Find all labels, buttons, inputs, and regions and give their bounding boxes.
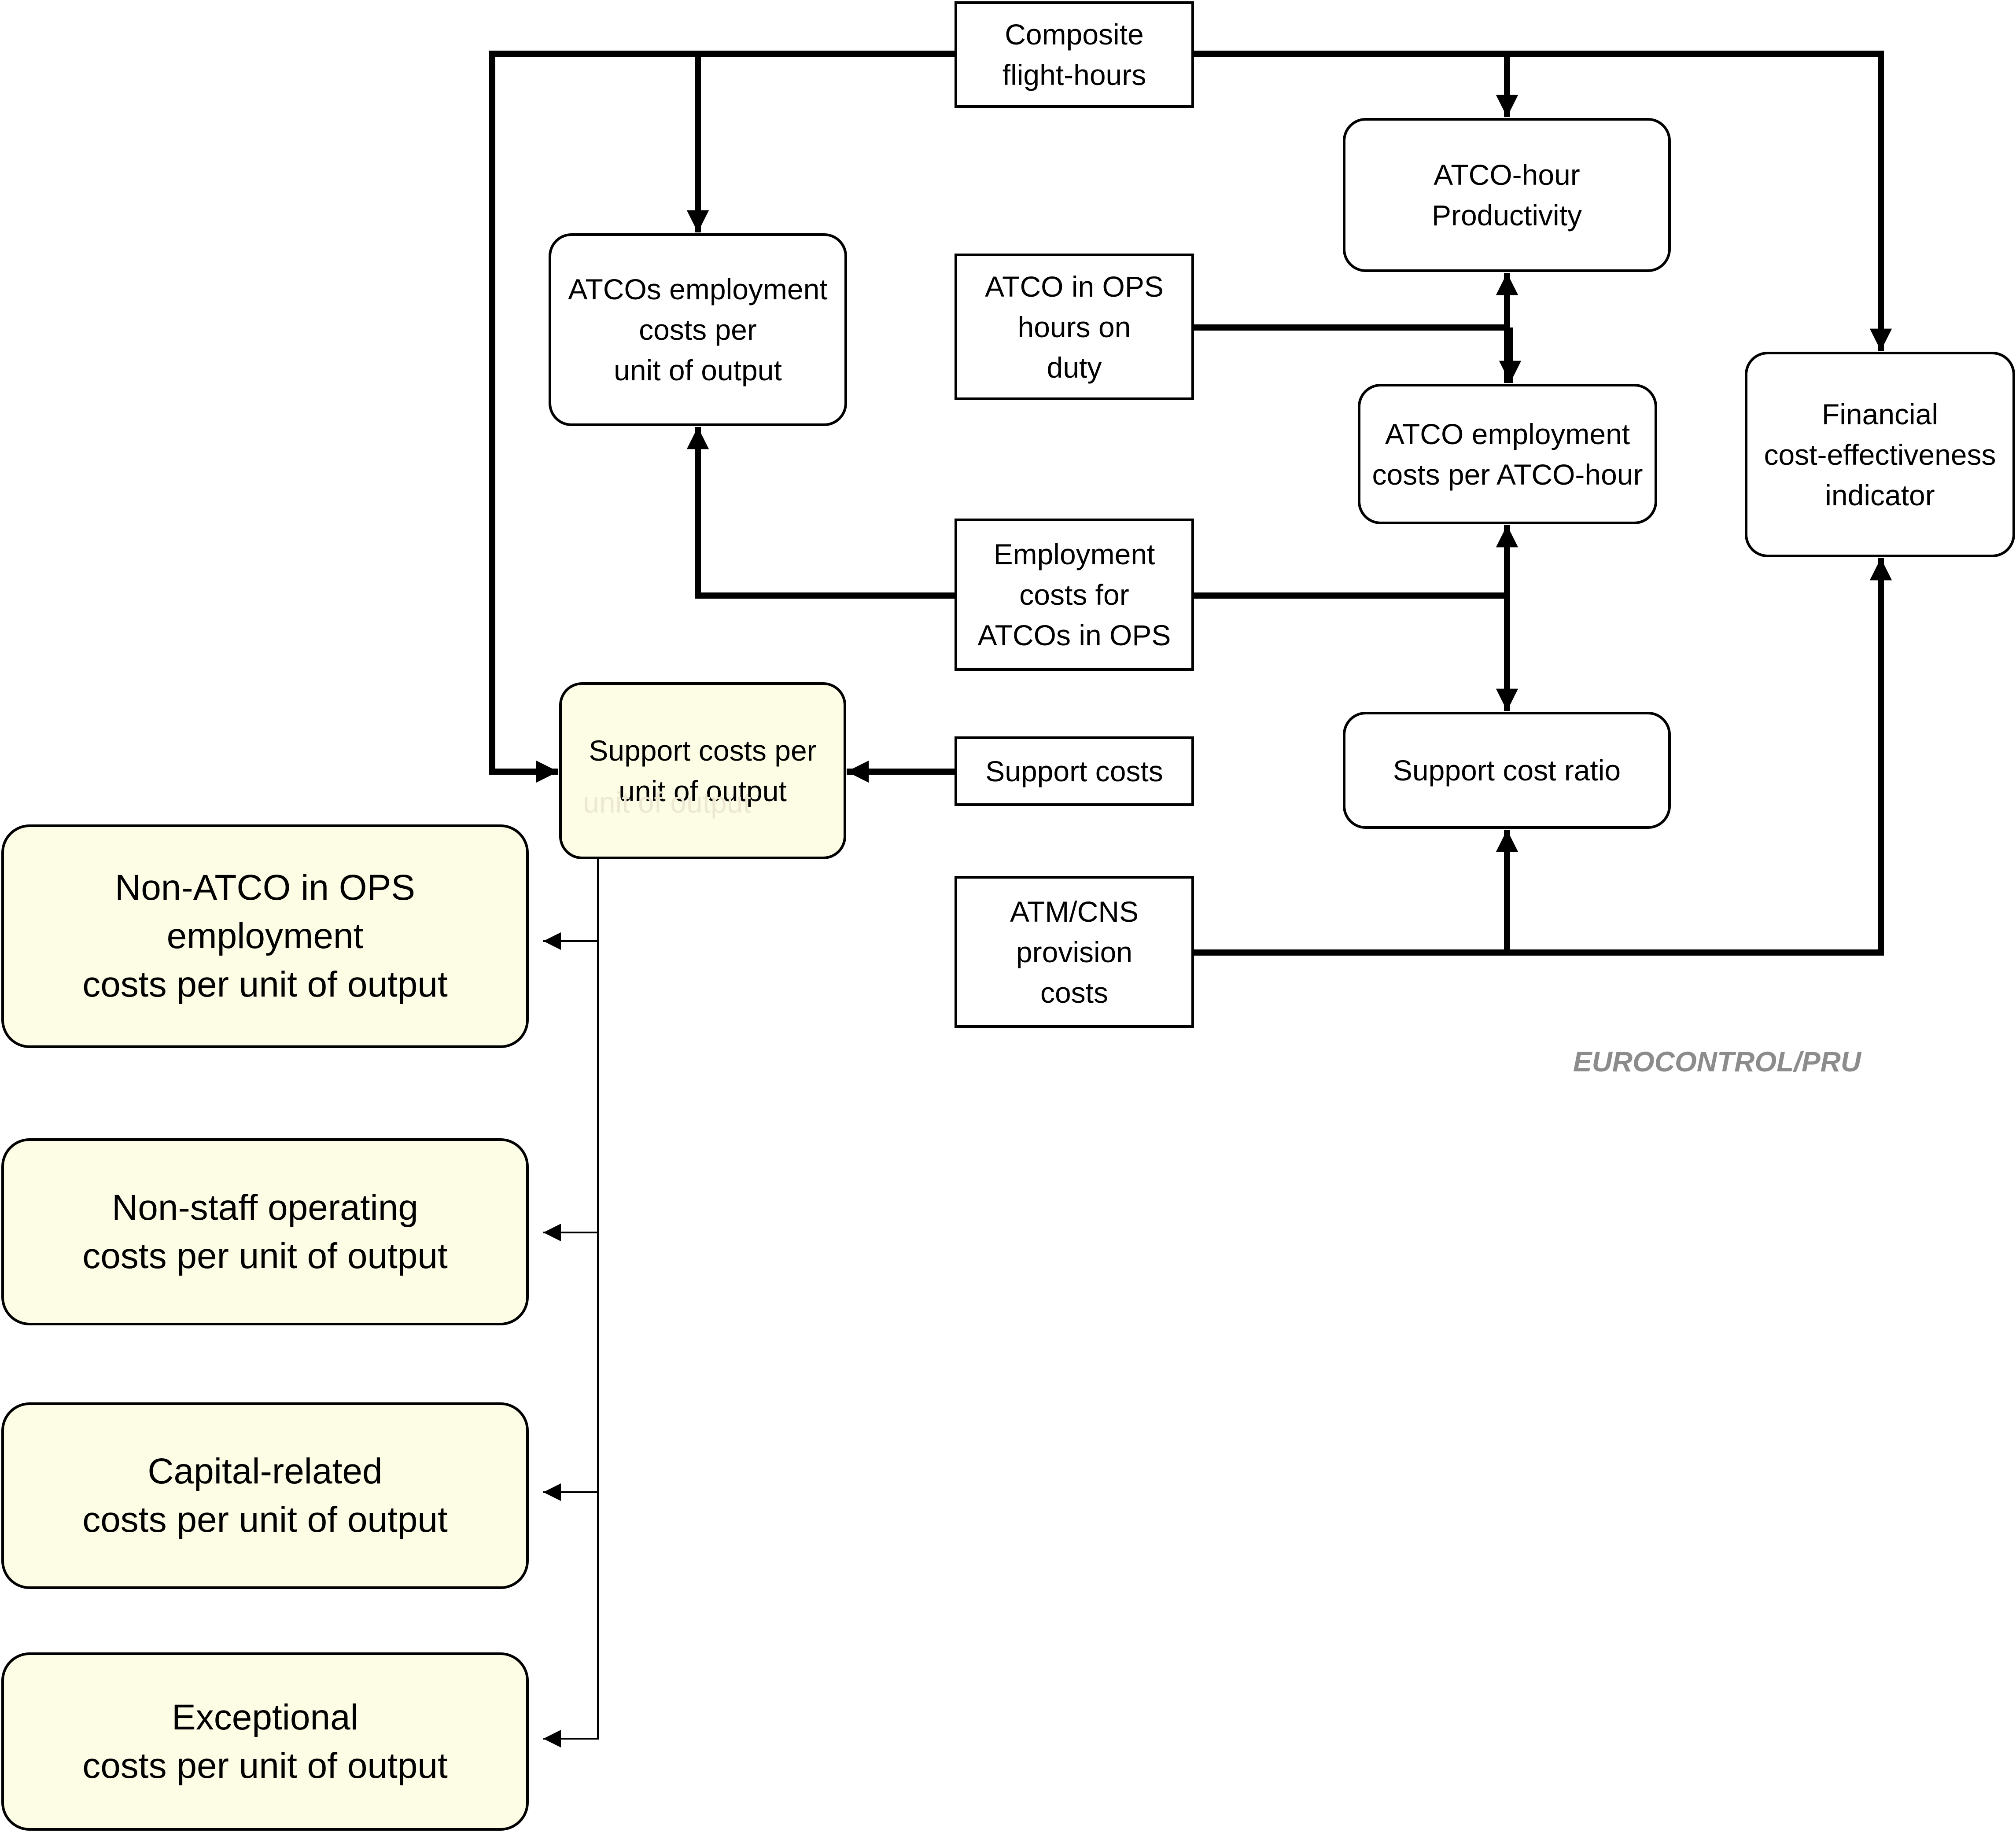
source-credit: EUROCONTROL/PRU <box>1573 1046 1861 1078</box>
connector-flighthours-to-support-unit <box>489 51 955 783</box>
non-staff-operating-box: Non-staff operating costs per unit of ou… <box>1 1138 529 1325</box>
atco-hour-productivity-box: ATCO-hour Productivity <box>1343 118 1671 272</box>
employment-costs-atcos-ops-box: Employment costs for ATCOs in OPS <box>955 519 1194 671</box>
financial-cost-effectiveness-box: Financial cost-effectiveness indicator <box>1745 352 2015 557</box>
atcos-employment-costs-per-unit-box: ATCOs employment costs per unit of outpu… <box>549 233 847 426</box>
atco-ops-hours-on-duty-box: ATCO in OPS hours on duty <box>955 254 1194 400</box>
capital-related-box: Capital-related costs per unit of output <box>1 1402 529 1589</box>
connector-support-unit-trunk <box>543 858 599 1747</box>
non-atco-ops-employment-box: Non-ATCO in OPS employment costs per uni… <box>1 824 529 1048</box>
support-cost-ratio-box: Support cost ratio <box>1343 712 1671 829</box>
connector-atmcns-to-financial <box>1194 558 1892 956</box>
atco-employment-costs-per-hour-box: ATCO employment costs per ATCO-hour <box>1358 384 1657 524</box>
atm-cns-provision-costs-box: ATM/CNS provision costs <box>955 876 1194 1028</box>
support-costs-per-unit-box: Support costs per unit of output <box>559 682 846 859</box>
ghost-label: unit of output <box>583 786 751 819</box>
connector-employment-to-atcos-unit <box>686 427 955 599</box>
connector-flighthours-to-financial <box>1194 51 1892 351</box>
composite-flight-hours-box: Composite flight-hours <box>955 1 1194 108</box>
exceptional-box: Exceptional costs per unit of output <box>1 1652 529 1831</box>
support-costs-box: Support costs <box>955 736 1194 806</box>
